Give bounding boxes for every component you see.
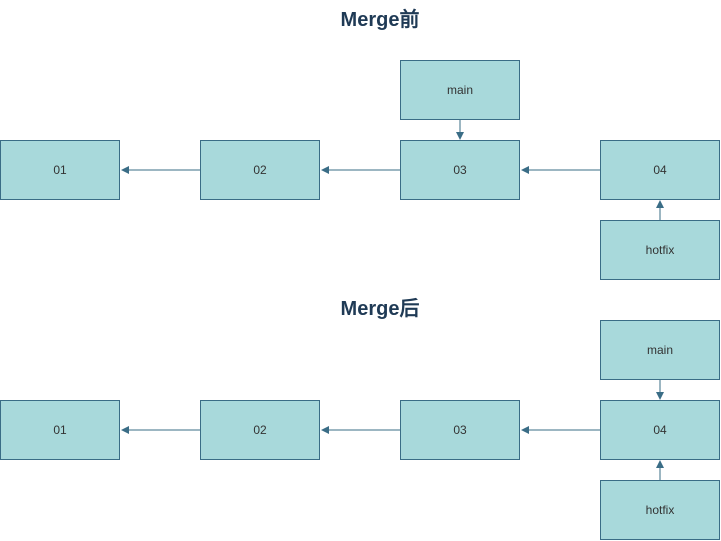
commit-02-after: 02 <box>200 400 320 460</box>
branch-hotfix-after: hotfix <box>600 480 720 540</box>
title-after-merge: Merge后 <box>340 298 420 320</box>
commit-03-before: 03 <box>400 140 520 200</box>
title-before-merge: Merge前 <box>340 9 420 31</box>
commit-03-after: 03 <box>400 400 520 460</box>
branch-main-after: main <box>600 320 720 380</box>
commit-02-before: 02 <box>200 140 320 200</box>
commit-04-before: 04 <box>600 140 720 200</box>
commit-01-after: 01 <box>0 400 120 460</box>
branch-hotfix-before: hotfix <box>600 220 720 280</box>
commit-01-before: 01 <box>0 140 120 200</box>
commit-04-after: 04 <box>600 400 720 460</box>
branch-main-before: main <box>400 60 520 120</box>
